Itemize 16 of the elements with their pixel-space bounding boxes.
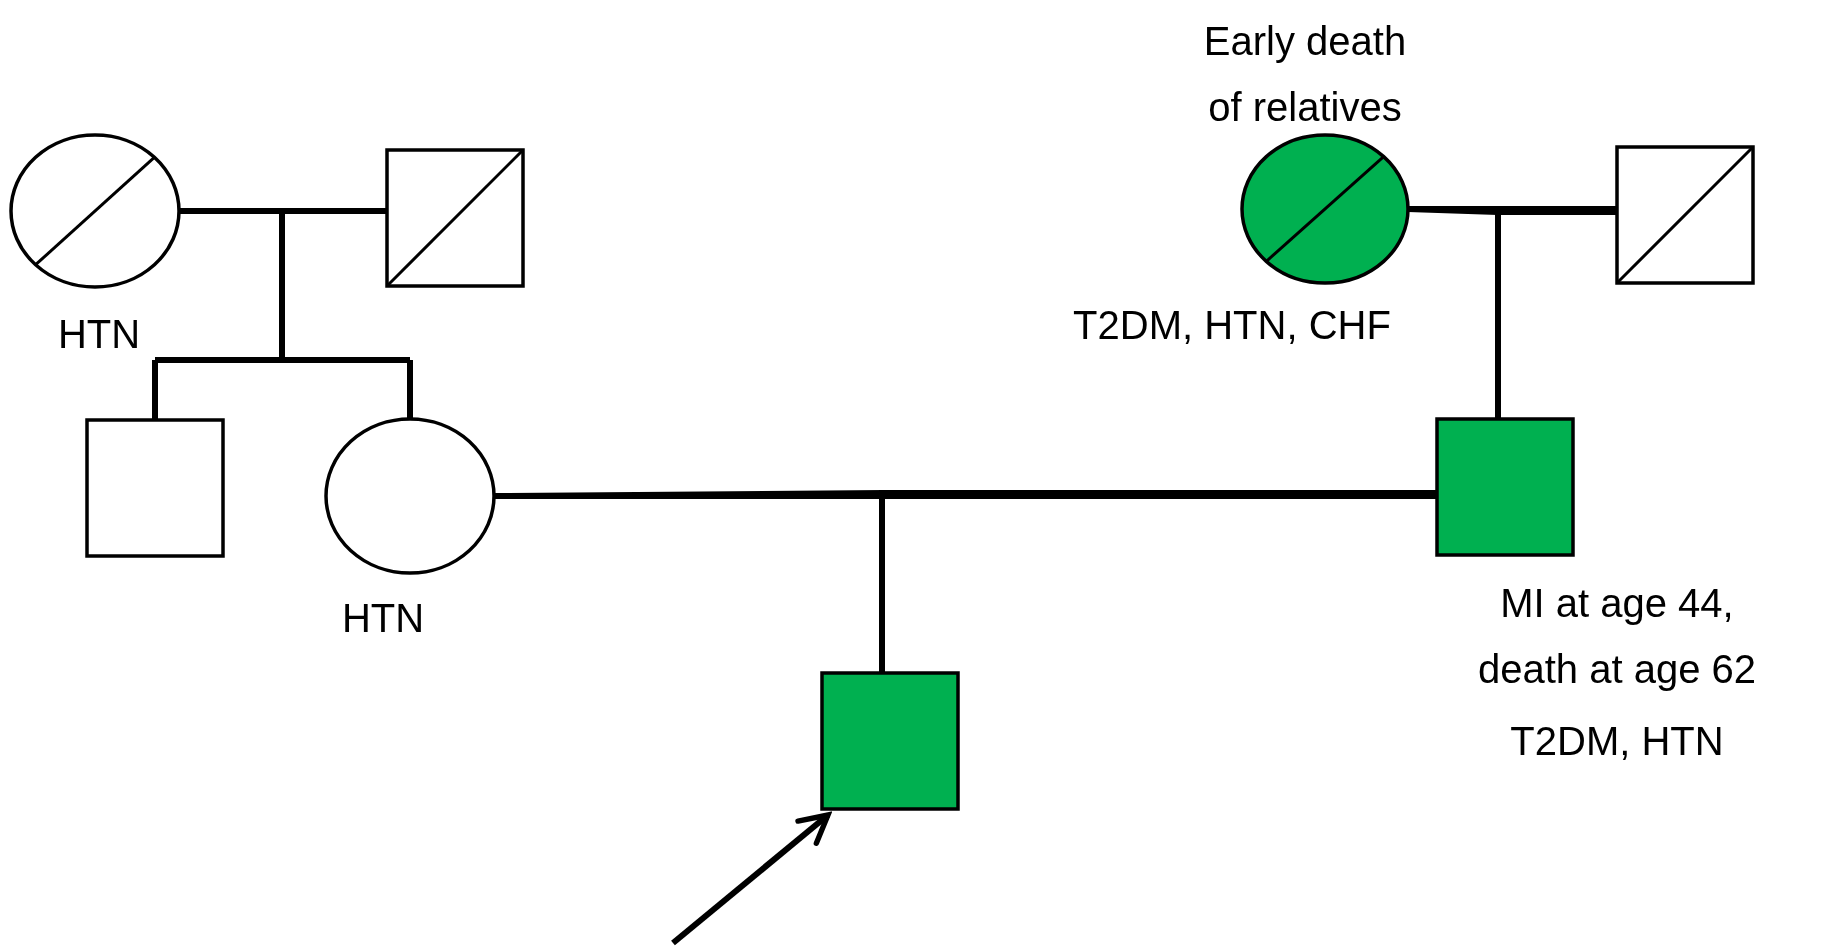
deceased-male-symbol — [385, 148, 525, 288]
female-symbol — [324, 417, 496, 575]
annotation-text: MI at age 44, death at age 62 — [1477, 580, 1757, 693]
annotation-text: HTN — [56, 311, 142, 358]
annotation-text: T2DM, HTN, CHF — [1072, 302, 1392, 349]
descent-line — [1495, 209, 1617, 419]
proband-arrow — [671, 812, 831, 946]
deceased-male-symbol — [1615, 145, 1755, 285]
annotation-text: HTN — [340, 595, 426, 642]
male-symbol — [1435, 417, 1575, 557]
deceased-female-symbol — [1240, 133, 1410, 285]
deceased-female-symbol — [9, 133, 181, 289]
male-symbol — [820, 671, 960, 811]
male-symbol — [85, 418, 225, 558]
annotation-text: Early death of relatives — [1202, 18, 1408, 131]
annotation-text: T2DM, HTN — [1509, 718, 1725, 765]
